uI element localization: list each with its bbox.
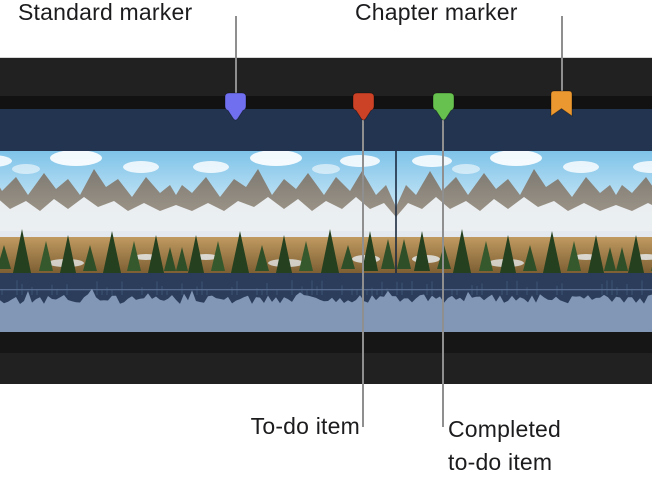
- video-clip-top-border[interactable]: [0, 109, 652, 151]
- video-clip-filmstrip[interactable]: [0, 151, 652, 273]
- mountain-thumbnails-image: [0, 151, 652, 273]
- timeline-track-gap-top: [0, 96, 652, 109]
- chapter-marker-icon[interactable]: [550, 90, 573, 117]
- standard-marker-icon[interactable]: [224, 92, 247, 122]
- completed-todo-marker-icon[interactable]: [432, 92, 455, 122]
- standard-marker-leader-line: [235, 16, 237, 94]
- standard-marker-label: Standard marker: [18, 0, 193, 25]
- chapter-marker-leader-line: [561, 16, 563, 92]
- completed-todo-item-label-line1: Completed: [448, 416, 562, 442]
- audio-waveform-region[interactable]: [0, 273, 652, 332]
- todo-item-label: To-do item: [250, 413, 360, 439]
- timeline-track-gap-bottom: [0, 332, 652, 353]
- timeline[interactable]: [0, 57, 652, 384]
- completed-marker-leader-line: [442, 120, 444, 427]
- timeline-background-bottom: [0, 353, 652, 384]
- completed-todo-item-label: Completed to-do item: [448, 413, 561, 479]
- todo-marker-icon[interactable]: [352, 92, 375, 122]
- chapter-marker-label: Chapter marker: [355, 0, 518, 25]
- completed-todo-item-label-line2: to-do item: [448, 449, 553, 475]
- audio-waveform-image: [0, 273, 652, 332]
- timeline-background-top: [0, 58, 652, 96]
- todo-marker-leader-line: [362, 120, 364, 427]
